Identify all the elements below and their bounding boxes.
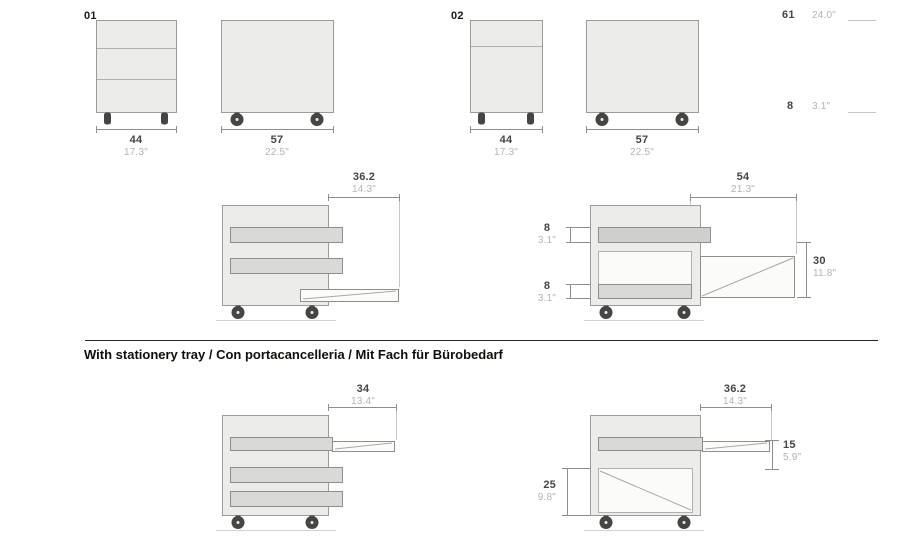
dim-bottom-right-extension-cm: 36.2 [723,383,747,395]
dim-tray-height-inch: 5.9" [783,452,802,463]
dim-bottom-right-extension-inch: 14.3" [722,396,748,407]
figure-mid-left-open-drawers [216,205,399,321]
dim-mid-left-extension-cm: 36.2 [352,171,376,183]
dim-caster-height-cm: 8 [787,100,794,112]
dim-line-mid-right-extension [690,194,797,254]
cabinet-02-side-view [586,20,699,126]
dim-line-bottom-right-extension [700,404,772,440]
dim-compartment-height-cm: 25 [543,479,556,491]
figure-bottom-left-stationery-tray [216,415,395,531]
section-divider [85,340,878,341]
dim-bracket-compartment-height [562,468,590,516]
dim-bracket-front-bottom [566,284,590,299]
figure-02-label: 02 [451,10,464,22]
dim-side2-depth-cm: 57 [635,134,649,146]
figure-bottom-right-stationery-tray [584,415,770,531]
dim-drawer-height-inch: 11.8" [813,268,837,279]
dim-tray-height-cm: 15 [783,439,796,451]
dim-side1-depth-inch: 22.5" [264,147,290,158]
figure-01-label: 01 [84,10,97,22]
dim-line-mid-left-extension [328,194,400,287]
dim-bracket-drawer-height [797,242,811,298]
dim-bracket-tray-height [765,440,779,470]
section-title: With stationery tray / Con portacancelle… [84,347,503,362]
dim-front2-width-inch: 17.3" [493,147,519,158]
dim-front-bottom-cm: 8 [543,280,551,292]
dim-line-01-side-depth [221,126,334,133]
dim-mid-right-extension-inch: 21.3" [730,184,756,195]
dim-bottom-left-extension-cm: 34 [356,383,370,395]
dim-line-01-front-width [96,126,177,133]
dim-total-height-cm: 61 [782,9,795,21]
cabinet-02-front-view [470,20,543,125]
dim-bracket-front-top [566,227,590,243]
dim-front2-width-cm: 44 [499,134,513,146]
dim-side2-depth-inch: 22.5" [629,147,655,158]
dim-mid-left-extension-inch: 14.3" [351,184,377,195]
dim-front1-width-inch: 17.3" [123,147,149,158]
dim-compartment-height-inch: 9.8" [537,492,556,503]
height-reference-ticks [848,20,876,113]
dim-bottom-left-extension-inch: 13.4" [350,396,376,407]
dim-line-bottom-left-extension [328,404,397,440]
dim-front-top-inch: 3.1" [537,235,557,246]
dim-line-02-side-depth [586,126,699,133]
dim-drawer-height-cm: 30 [813,255,826,267]
dim-side1-depth-cm: 57 [270,134,284,146]
dim-front-bottom-inch: 3.1" [537,293,557,304]
dim-caster-height-inch: 3.1" [812,101,831,112]
cabinet-01-front-view [96,20,177,125]
dim-front-top-cm: 8 [543,222,551,234]
dim-mid-right-extension-cm: 54 [736,171,750,183]
dim-line-02-front-width [470,126,543,133]
cabinet-01-side-view [221,20,334,126]
dim-total-height-inch: 24.0" [812,10,837,21]
figure-mid-right-open-drawer [584,205,795,321]
dim-front1-width-cm: 44 [129,134,143,146]
